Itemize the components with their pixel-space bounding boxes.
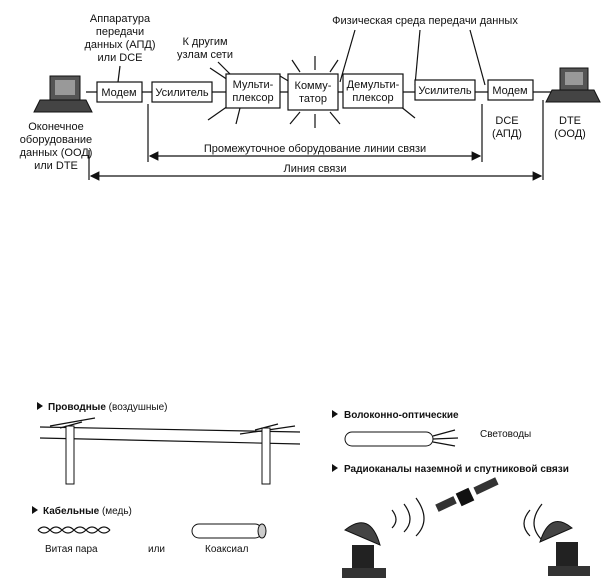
- computer-left-icon: [33, 75, 93, 113]
- dce-right-label-line2: (АПД): [492, 128, 522, 140]
- demultiplexer-label-line1: Демульти-: [347, 79, 400, 91]
- link-label: Линия связи: [284, 163, 347, 175]
- amplifier-right-block: [414, 79, 476, 101]
- light-guides-label: Световоды: [480, 429, 531, 440]
- multiplexer-label-line1: Мульти-: [233, 79, 274, 91]
- switch-label-line2: татор: [299, 93, 327, 105]
- dte-left-label-line3: данных (ООД): [20, 147, 93, 159]
- multiplexer-spokes: [207, 67, 241, 125]
- fiber-bullet-icon: [332, 410, 338, 418]
- multiplexer-block: [225, 73, 281, 109]
- dish-antenna-left-icon: [342, 522, 386, 578]
- apd-label-line2: передачи: [96, 26, 144, 38]
- switch-starburst: [279, 56, 341, 128]
- apd-label-line3: данных (АПД): [84, 39, 155, 51]
- switch-label-line1: Комму-: [295, 80, 332, 92]
- overhead-poles: [39, 417, 301, 485]
- demultiplexer-block: [342, 73, 404, 109]
- modem-right-label: Модем: [492, 85, 527, 97]
- modem-left-label: Модем: [101, 87, 136, 99]
- radio-label: Радиоканалы наземной и спутниковой связи: [344, 464, 569, 475]
- intermediate-label: Промежуточное оборудование линии связи: [204, 143, 426, 155]
- dte-left-label-line2: оборудование: [20, 134, 92, 146]
- dish-antenna-right-icon: [539, 521, 590, 576]
- radio-waves-right: [523, 503, 543, 541]
- twisted-pair-label: Витая пара: [45, 544, 98, 555]
- wired-label: Проводные (воздушные): [48, 402, 167, 413]
- demultiplexer-label-line2: плексор: [352, 92, 393, 104]
- or-label: или: [148, 544, 165, 555]
- dte-right-label-line1: DTE: [559, 115, 581, 127]
- wired-bullet-icon: [37, 402, 43, 410]
- dte-right-label-line2: (ООД): [554, 128, 586, 140]
- amplifier-right-label: Усилитель: [418, 85, 472, 97]
- other-nodes-label-line1: К другим: [182, 36, 227, 48]
- dte-left-label-line4: или DTE: [34, 160, 78, 172]
- dte-left-label-line1: Оконечное: [28, 121, 83, 133]
- computer-right-icon: [545, 67, 601, 103]
- phys-medium-label: Физическая среда передачи данных: [332, 15, 518, 27]
- apd-label-line1: Аппаратура: [90, 13, 151, 25]
- fiber-label: Волоконно-оптические: [344, 410, 459, 421]
- amplifier-left-block: [151, 81, 213, 103]
- apd-label-line4: или DCE: [98, 52, 143, 64]
- dce-right-label-line1: DCE: [495, 115, 518, 127]
- multiplexer-label-line2: плексор: [232, 92, 273, 104]
- coax-icon: [191, 523, 267, 539]
- cable-bullet-icon: [32, 506, 38, 514]
- cable-label: Кабельные (медь): [43, 505, 132, 517]
- coax-label: Коаксиал: [205, 544, 249, 555]
- amplifier-left-label: Усилитель: [155, 87, 209, 99]
- satellite-icon: [435, 477, 499, 512]
- modem-left-block: [96, 81, 143, 103]
- switch-block: [287, 73, 339, 111]
- other-nodes-label-line2: узлам сети: [177, 49, 233, 61]
- modem-right-block: [487, 79, 534, 101]
- fiber-cable-icon: [344, 429, 459, 447]
- twisted-pair-icon: [37, 526, 111, 534]
- radio-waves-left: [391, 497, 425, 537]
- radio-bullet-icon: [332, 464, 338, 472]
